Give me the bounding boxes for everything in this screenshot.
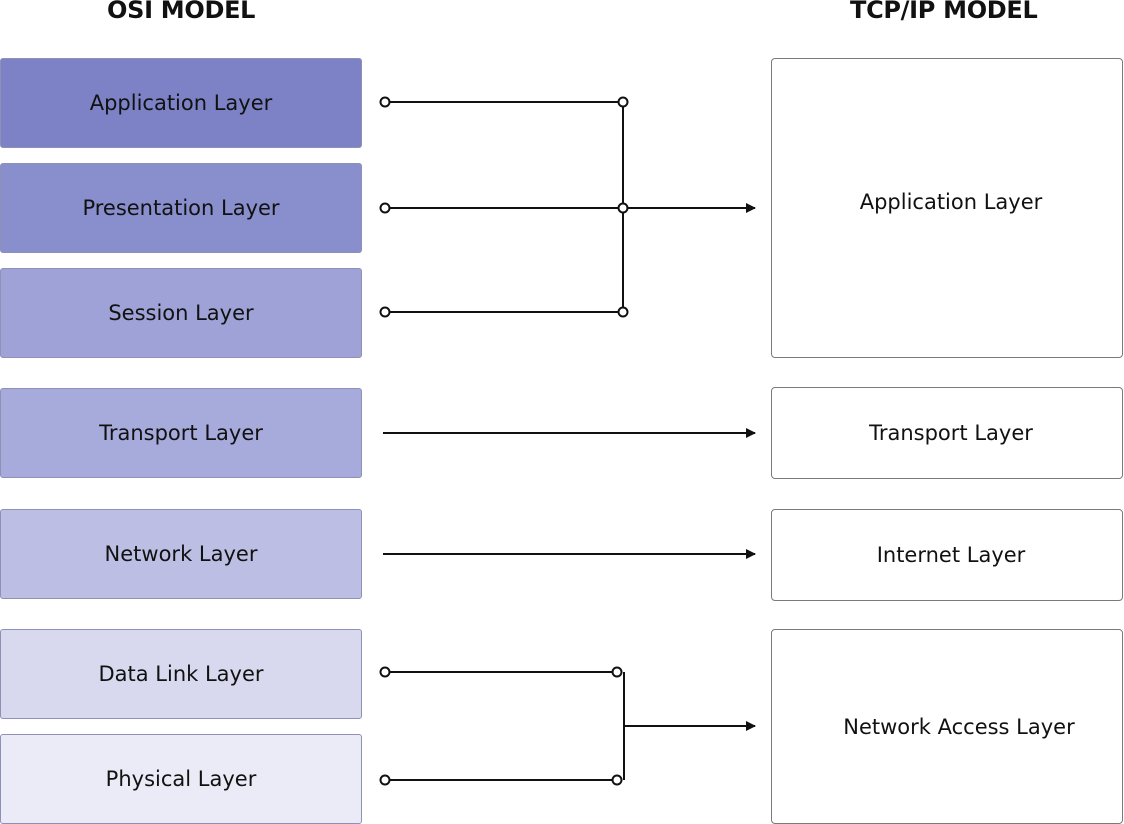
osi-session-layer: Session Layer xyxy=(0,268,362,358)
osi-transport-layer: Transport Layer xyxy=(0,388,362,478)
osi-layer-label: Network Layer xyxy=(104,542,258,566)
osi-application-layer: Application Layer xyxy=(0,58,362,148)
tcpip-model-heading: TCP/IP MODEL xyxy=(850,0,1038,24)
connector-node xyxy=(617,96,629,108)
tcpip-internet-layer: Internet Layer xyxy=(771,509,1123,601)
osi-layer-label: Application Layer xyxy=(89,91,273,115)
osi-presentation-layer: Presentation Layer xyxy=(0,163,362,253)
tcpip-application-layer: Application Layer xyxy=(771,58,1123,358)
osi-network-layer: Network Layer xyxy=(0,509,362,599)
connector-node xyxy=(379,774,391,786)
connector-node xyxy=(617,306,629,318)
osi-physical-layer: Physical Layer xyxy=(0,734,362,824)
connector-node xyxy=(379,666,391,678)
connector-node xyxy=(611,774,623,786)
connector-node xyxy=(611,666,623,678)
osi-layer-label: Presentation Layer xyxy=(82,196,280,220)
osi-model-heading: OSI MODEL xyxy=(107,0,256,24)
tcpip-network-access-layer: Network Access Layer xyxy=(771,629,1123,824)
connector-node xyxy=(617,202,629,214)
tcpip-transport-layer: Transport Layer xyxy=(771,387,1123,479)
osi-data-link-layer: Data Link Layer xyxy=(0,629,362,719)
osi-layer-label: Session Layer xyxy=(108,301,254,325)
tcpip-layer-label: Transport Layer xyxy=(869,421,1033,445)
osi-layer-label: Transport Layer xyxy=(99,421,263,445)
connector-node xyxy=(379,96,391,108)
tcpip-layer-label: Internet Layer xyxy=(876,543,1026,567)
osi-layer-label: Data Link Layer xyxy=(98,662,264,686)
tcpip-layer-label: Application Layer xyxy=(859,190,1043,214)
connector-node xyxy=(379,306,391,318)
osi-layer-label: Physical Layer xyxy=(105,767,257,791)
connector-node xyxy=(379,202,391,214)
tcpip-layer-label: Network Access Layer xyxy=(843,714,1075,739)
